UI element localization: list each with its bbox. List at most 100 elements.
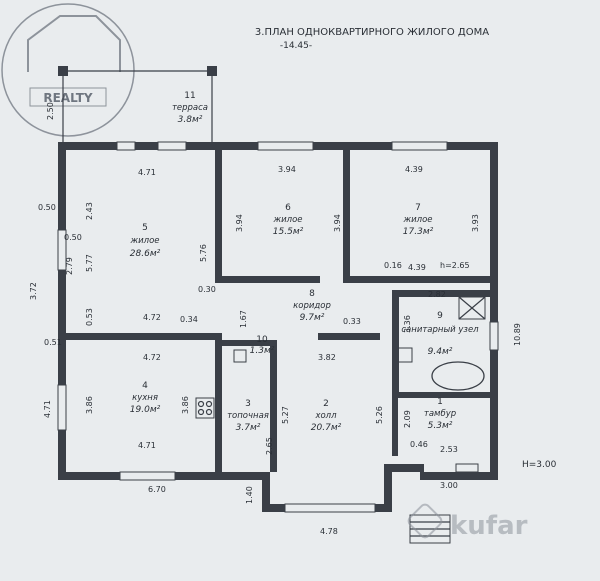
bathtub-icon — [431, 361, 485, 391]
svg-text:19.0м²: 19.0м² — [130, 405, 161, 415]
windows — [57, 141, 499, 513]
dim-label: 2.53 — [440, 445, 458, 454]
svg-text:жилое: жилое — [272, 215, 302, 225]
room-3-label: 3 топочная 3.7м² — [227, 399, 269, 433]
dim-label: 3.93 — [471, 214, 480, 232]
dim-label: 4.72 — [143, 313, 161, 322]
ceiling-height-total: H=3.00 — [522, 460, 557, 470]
dim-label: 3.94 — [235, 214, 244, 232]
dim-label: 6.70 — [148, 485, 166, 494]
svg-text:7: 7 — [415, 203, 421, 213]
svg-text:1.3м²: 1.3м² — [250, 346, 275, 356]
svg-text:9.7м²: 9.7м² — [300, 313, 325, 323]
svg-text:топочная: топочная — [227, 411, 269, 421]
room-10-label: 10 1.3м² — [250, 335, 275, 356]
svg-text:28.6м²: 28.6м² — [130, 249, 161, 259]
dim-label: 3.72 — [29, 282, 38, 300]
svg-text:жилое: жилое — [402, 215, 432, 225]
stove-icon — [195, 397, 215, 419]
svg-text:кухня: кухня — [132, 393, 158, 403]
plan-subtitle: -14.45- — [280, 41, 312, 51]
svg-text:9.4м²: 9.4м² — [428, 347, 453, 357]
realty-logo-icon — [1, 3, 135, 137]
dim-label: 0.16 — [384, 261, 402, 270]
dimensions: 2.50 4.71 3.94 4.39 0.50 2.43 0.50 5.77 … — [29, 102, 522, 536]
interior-walls — [66, 150, 490, 478]
dim-label: 3.94 — [278, 165, 296, 174]
dim-label: 4.71 — [43, 400, 52, 418]
room-1-label: 1 тамбур 5.3м² — [424, 397, 456, 431]
dim-label: 3.86 — [181, 396, 190, 414]
dim-label: 3.00 — [440, 481, 458, 490]
svg-text:3: 3 — [245, 399, 251, 409]
dim-label: 1.67 — [239, 310, 248, 328]
toilet-icon — [233, 347, 413, 363]
room-4-label: 4 кухня 19.0м² — [130, 381, 161, 415]
dim-label: 4.39 — [408, 263, 426, 272]
shower-icon — [458, 296, 486, 320]
svg-text:5: 5 — [142, 223, 148, 233]
dim-label: 5.26 — [375, 406, 384, 424]
plan-title: 3.ПЛАН ОДНОКВАРТИРНОГО ЖИЛОГО ДОМА — [255, 27, 489, 38]
dim-label: 2.65 — [265, 437, 274, 455]
room-7-label: 7 жилое 17.3м² — [402, 203, 433, 237]
svg-text:тамбур: тамбур — [424, 409, 456, 419]
svg-text:9: 9 — [437, 311, 443, 321]
svg-text:5.3м²: 5.3м² — [428, 421, 453, 431]
svg-text:20.7м²: 20.7м² — [311, 423, 342, 433]
dim-label: 5.76 — [199, 244, 208, 262]
terrace-area — [58, 66, 217, 142]
svg-text:6: 6 — [285, 203, 291, 213]
svg-text:17.3м²: 17.3м² — [403, 227, 434, 237]
svg-text:10: 10 — [256, 335, 268, 345]
dim-label: 0.30 — [198, 285, 216, 294]
dim-label: 2.50 — [46, 102, 55, 120]
room-8-label: 8 коридор 9.7м² — [293, 289, 331, 323]
dim-label: 3.36 — [403, 315, 412, 333]
dim-label: 4.71 — [138, 168, 156, 177]
svg-text:3.8м²: 3.8м² — [178, 115, 203, 125]
room-6-label: 6 жилое 15.5м² — [272, 203, 303, 237]
dim-label: 1.40 — [245, 486, 254, 504]
svg-text:терраса: терраса — [172, 103, 208, 113]
svg-text:11: 11 — [184, 91, 195, 101]
dim-label: 3.82 — [318, 353, 336, 362]
svg-text:4: 4 — [142, 381, 148, 391]
svg-text:холл: холл — [314, 411, 337, 421]
dim-label: 5.27 — [281, 406, 290, 424]
dim-label: 4.78 — [320, 527, 338, 536]
dim-label: 0.46 — [410, 440, 428, 449]
kufar-watermark: kufar — [450, 511, 528, 541]
dim-label: 2.82 — [428, 290, 446, 299]
svg-text:коридор: коридор — [293, 301, 331, 311]
dim-label: 2.43 — [85, 202, 94, 220]
svg-text:3.7м²: 3.7м² — [236, 423, 261, 433]
room-9-label: 9 санитарный узел 9.4м² — [401, 311, 479, 357]
dim-label: 0.50 — [38, 203, 56, 212]
dim-label: 5.77 — [85, 254, 94, 272]
ceiling-height-rooms: h=2.65 — [440, 261, 470, 270]
stairs-icon — [409, 514, 451, 544]
dim-label: 0.33 — [343, 317, 361, 326]
dim-label: 3.86 — [85, 396, 94, 414]
room-2-label: 2 холл 20.7м² — [311, 399, 342, 433]
room-11-label: 11 терраса 3.8м² — [172, 91, 208, 125]
realty-watermark: REALTY — [43, 91, 93, 105]
dim-label: 4.39 — [405, 165, 423, 174]
dim-label: 10.89 — [513, 323, 522, 346]
svg-text:жилое: жилое — [129, 236, 159, 246]
svg-text:2: 2 — [323, 399, 329, 409]
room-5-label: 5 жилое 28.6м² — [129, 223, 160, 259]
dim-label: 4.72 — [143, 353, 161, 362]
dim-label: 3.94 — [333, 214, 342, 232]
dim-label: 0.53 — [85, 308, 94, 326]
dim-label: 0.34 — [180, 315, 198, 324]
dim-label: 0.50 — [64, 233, 82, 242]
svg-text:8: 8 — [309, 289, 315, 299]
dim-label: 0.51 — [44, 338, 62, 347]
dim-label: 2.09 — [403, 410, 412, 428]
svg-text:1: 1 — [437, 397, 443, 407]
svg-text:санитарный узел: санитарный узел — [401, 325, 479, 335]
